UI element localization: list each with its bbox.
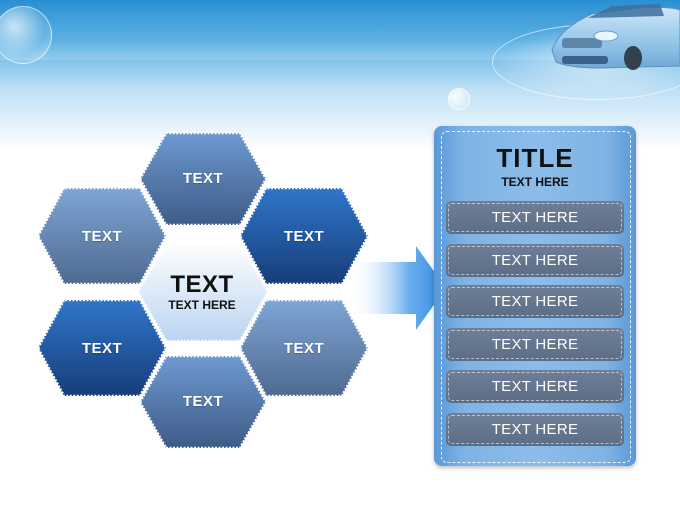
title-panel-border — [441, 131, 631, 463]
right-arrow-icon — [352, 246, 446, 330]
panel-subtitle: TEXT HERE — [501, 175, 569, 189]
panel-item-5: TEXT HERE — [446, 370, 624, 403]
panel-item-3: TEXT HERE — [446, 285, 624, 318]
panel-item-4: TEXT HERE — [446, 328, 624, 361]
hex-upper-left — [36, 186, 168, 286]
panel-item-label: TEXT HERE — [491, 378, 579, 395]
panel-item-6: TEXT HERE — [446, 413, 624, 446]
hex-center-title: TEXT — [170, 271, 234, 298]
panel-item-border — [448, 246, 622, 275]
panel-item-border — [448, 415, 622, 444]
hex-bottom-label: TEXT — [182, 393, 224, 410]
panel-item-label: TEXT HERE — [491, 209, 579, 226]
panel-item-2: TEXT HERE — [446, 244, 624, 277]
bubble-large — [0, 6, 52, 64]
panel-item-border — [448, 372, 622, 401]
panel-item-label: TEXT HERE — [491, 421, 579, 438]
hex-lower-left-label: TEXT — [81, 340, 123, 357]
hex-center-subtitle: TEXT HERE — [168, 298, 236, 312]
panel-item-border — [448, 330, 622, 359]
panel-item-label: TEXT HERE — [491, 336, 579, 353]
hex-lower-right-label: TEXT — [283, 340, 325, 357]
hex-upper-right — [238, 186, 370, 286]
hex-bottom — [138, 354, 268, 450]
hex-lower-right — [238, 298, 370, 398]
panel-item-border — [448, 203, 622, 232]
panel-item-label: TEXT HERE — [491, 293, 579, 310]
panel-title: TITLE — [496, 143, 574, 173]
hex-top-label: TEXT — [182, 170, 224, 187]
panel-item-1: TEXT HERE — [446, 201, 624, 234]
hex-top — [138, 131, 268, 227]
hex-upper-left-label: TEXT — [81, 228, 123, 245]
hex-upper-right-label: TEXT — [283, 228, 325, 245]
hex-lower-left — [36, 298, 168, 398]
panel-item-label: TEXT HERE — [491, 252, 579, 269]
bubble-small — [448, 88, 470, 110]
hex-center — [136, 241, 270, 343]
panel-item-border — [448, 287, 622, 316]
